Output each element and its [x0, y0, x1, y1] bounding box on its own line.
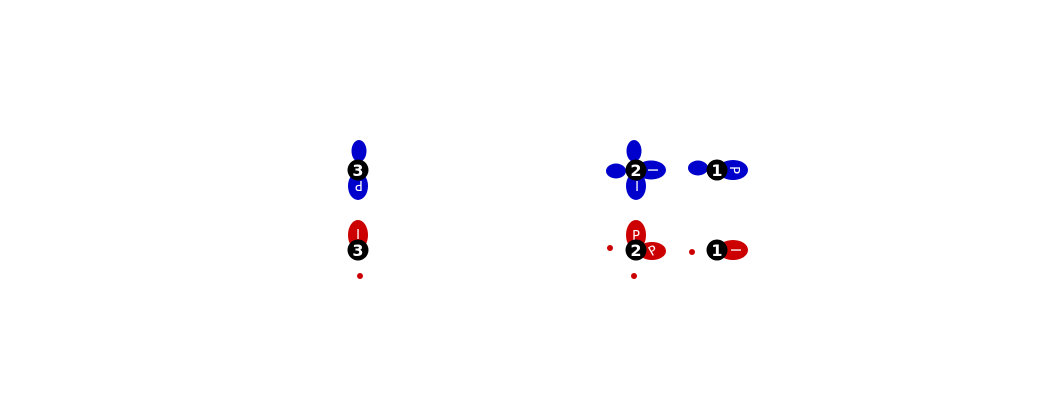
lobe-left — [606, 163, 626, 179]
contact-dot — [631, 273, 637, 279]
lobe-up — [351, 140, 367, 162]
right-hand-finger-2: P P 2 — [607, 220, 666, 279]
finger-badge — [706, 239, 728, 261]
left-hand-finger-2: I I 2 — [606, 140, 666, 200]
finger-number: 3 — [352, 161, 363, 180]
lobe-letter: I — [727, 248, 742, 252]
finger-number: 2 — [630, 241, 641, 260]
lobe-letter: P — [632, 229, 640, 244]
finger-badge — [625, 159, 647, 181]
finger-number: 3 — [352, 241, 363, 260]
right-hand-finger-3: I 3 — [347, 220, 369, 279]
lobe-letter: P — [355, 177, 363, 192]
lobe-letter: I — [356, 228, 360, 243]
finger-badge — [347, 159, 369, 181]
lobe-letter: I — [635, 180, 639, 195]
lobe-letter: I — [644, 168, 659, 172]
finger-badge — [625, 239, 647, 261]
left-hand-finger-3: P 3 — [347, 140, 369, 200]
finger-number: 1 — [711, 241, 722, 260]
contact-dot — [357, 273, 363, 279]
right-hand-finger-1: I 1 — [689, 239, 748, 261]
finger-number: 2 — [630, 161, 641, 180]
contact-dot — [689, 249, 695, 255]
finger-badge — [347, 239, 369, 261]
lobe-up — [626, 140, 642, 162]
left-hand-finger-1: P 1 — [688, 159, 748, 181]
finger-number: 1 — [711, 161, 722, 180]
diagram-finger-2: I I 2 P P 2 — [606, 140, 666, 279]
diagram-finger-1: P 1 I 1 — [688, 159, 748, 261]
lobe-letter: P — [726, 166, 741, 174]
diagram-finger-3: P 3 I 3 — [347, 140, 369, 279]
contact-dot — [607, 245, 613, 251]
finger-badge — [706, 159, 728, 181]
lobe-left — [688, 160, 708, 176]
